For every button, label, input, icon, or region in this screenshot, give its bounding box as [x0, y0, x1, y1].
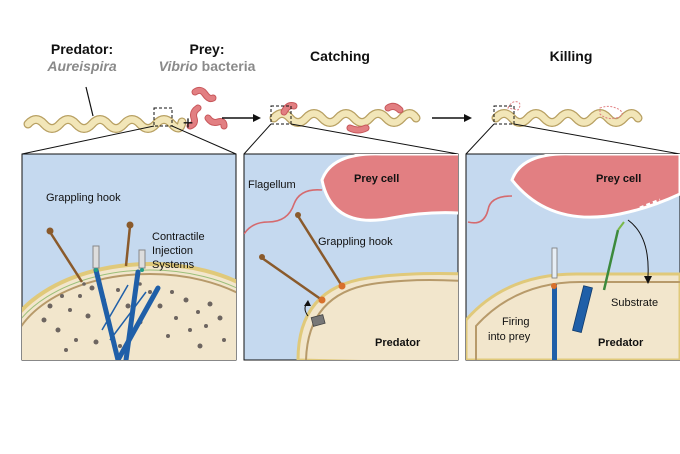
killing-title: Killing — [550, 48, 593, 64]
predator-filament-1 — [23, 115, 187, 133]
grappling-hook-label-middle: Grappling hook — [318, 236, 393, 248]
plus-sign: + — [183, 113, 194, 133]
predator-filament-3 — [491, 109, 643, 127]
predator-pointer-line — [85, 86, 94, 117]
prey-genus: Vibrio — [159, 58, 199, 74]
panel-catching: Flagellum Prey cell Grappling hook Preda… — [243, 153, 459, 361]
prey-label: Prey: — [189, 41, 224, 57]
predator-filament-2 — [269, 109, 421, 127]
lysed-prey-ghosts — [507, 101, 623, 119]
flagellum-label: Flagellum — [248, 179, 296, 191]
cis-tubes — [93, 267, 161, 360]
panel-killing: Prey cell Substrate Firing into prey Pre… — [465, 153, 680, 361]
substrate-label: Substrate — [611, 297, 658, 309]
prey-cells-top — [186, 86, 228, 130]
zoom-box-2 — [270, 105, 292, 125]
cis-anchors — [94, 268, 144, 272]
zoom-box-1 — [153, 107, 173, 127]
zoom-box-3 — [493, 105, 515, 125]
prey-cell-label-right: Prey cell — [596, 173, 641, 185]
firing-label-line1: Firing — [502, 316, 530, 328]
firing-label-line2: into prey — [488, 331, 531, 343]
prey-name: Vibrio bacteria — [159, 58, 256, 74]
prey-suffix: bacteria — [202, 58, 256, 74]
cis-label-line1: Contractile — [152, 231, 205, 243]
predator-species: Aureispira — [46, 58, 116, 74]
prey-cell-label-middle: Prey cell — [354, 173, 399, 185]
predator-label-right: Predator — [598, 337, 644, 349]
predator-label-middle: Predator — [375, 337, 421, 349]
catching-title: Catching — [310, 48, 370, 64]
grappling-hooks-left — [46, 221, 134, 283]
panel-cis-overview: Grappling hook Contractile Injection Sys… — [21, 153, 237, 361]
arrow-1 — [222, 114, 261, 122]
arrow-2 — [432, 114, 472, 122]
cis-label-line2: Injection — [152, 245, 193, 257]
predator-label: Predator: — [51, 41, 113, 57]
cis-sheath-lines — [101, 284, 147, 341]
zoom-lines — [21, 123, 680, 155]
cis-label-line3: Systems — [152, 259, 195, 271]
grappling-hook-label-left: Grappling hook — [46, 192, 121, 204]
